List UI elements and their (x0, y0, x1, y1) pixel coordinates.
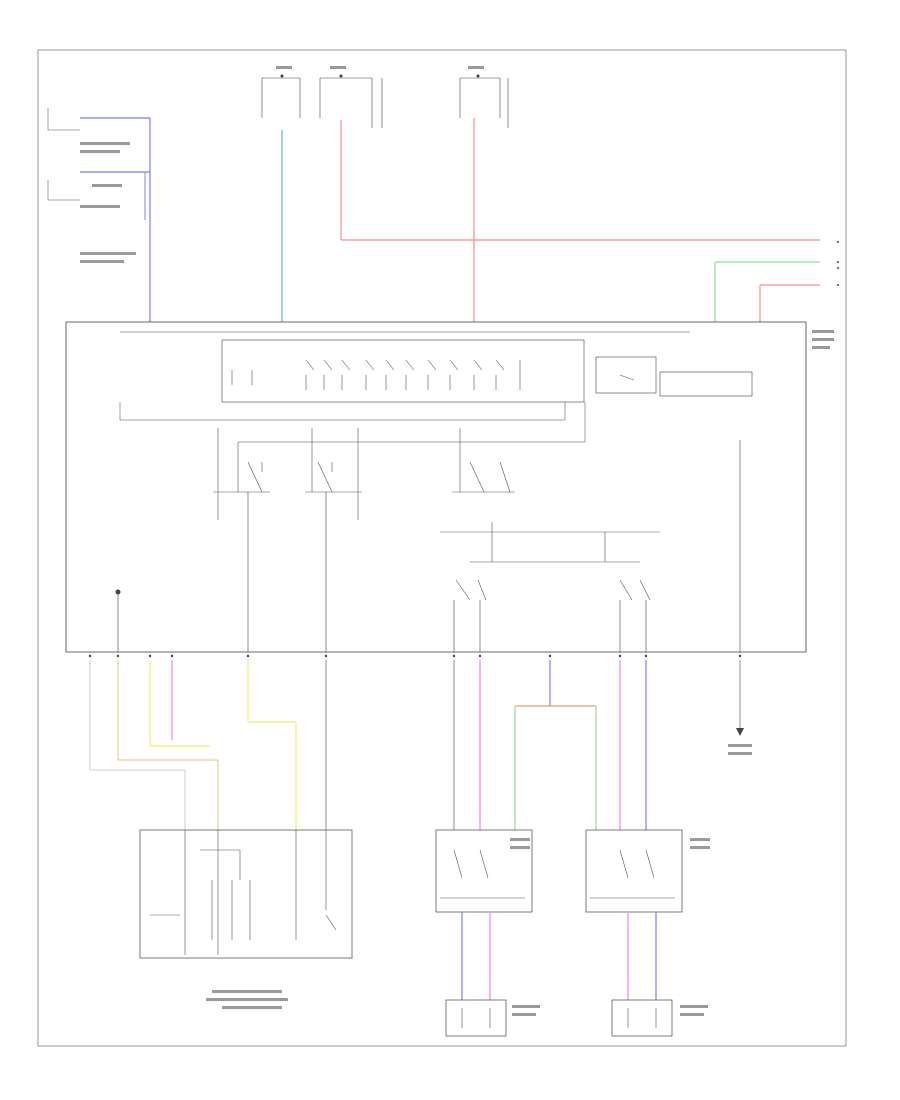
fuse-group-left (261, 74, 509, 128)
inner-switches (231, 359, 635, 390)
control-module-box (65, 321, 807, 653)
relay-contacts (213, 428, 515, 520)
diagram-border (37, 49, 847, 1047)
actuator-internals (461, 1008, 657, 1028)
right-door-switch-internals (590, 849, 675, 899)
module-relay-box-2 (659, 371, 753, 397)
module-bottom-pins (88, 654, 742, 658)
right-door-switch (585, 829, 683, 913)
ground-node (115, 589, 121, 595)
right-connector-marks (837, 241, 839, 286)
module-lower-bus (440, 522, 660, 601)
module-inner-box (221, 339, 585, 403)
ground-symbol (736, 728, 744, 736)
left-switch-assembly (139, 829, 353, 959)
module-relay-box-1 (595, 356, 657, 394)
bottom-wiring (89, 660, 741, 830)
label-marks (80, 66, 834, 1016)
right-lock-actuator (611, 999, 673, 1037)
actuator-feeds (461, 912, 657, 1000)
left-input-wiring (47, 108, 151, 322)
left-door-switch-internals (440, 849, 525, 899)
left-switch-internals (150, 830, 337, 955)
left-door-switch (435, 829, 533, 913)
left-lock-actuator (445, 999, 507, 1037)
